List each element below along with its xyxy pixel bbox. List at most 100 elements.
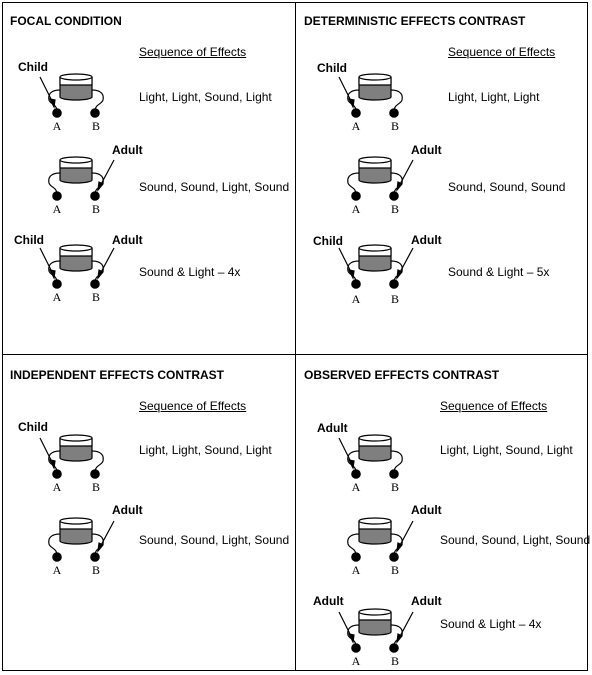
sequence-header-deterministic: Sequence of Effects bbox=[448, 45, 556, 59]
adult-label: Adult bbox=[112, 233, 143, 247]
wire-b bbox=[91, 172, 104, 194]
canister-window bbox=[60, 77, 92, 85]
effect-sequence: Sound, Sound, Light, Sound bbox=[139, 180, 290, 194]
wire-b bbox=[390, 172, 403, 194]
button-a bbox=[351, 643, 361, 653]
adult-label: Adult bbox=[112, 503, 143, 517]
device-diagram bbox=[39, 434, 104, 479]
button-a-label: A bbox=[52, 290, 62, 304]
canister-window bbox=[359, 160, 391, 168]
button-b-label: B bbox=[390, 119, 399, 133]
button-a-label: A bbox=[351, 654, 361, 668]
button-b-label: B bbox=[390, 654, 399, 668]
arrowhead-a bbox=[347, 633, 355, 644]
effect-sequence: Sound, Sound, Light, Sound bbox=[440, 533, 591, 547]
button-a-label: A bbox=[351, 480, 361, 494]
canister-window bbox=[359, 77, 391, 85]
sequence-header-focal: Sequence of Effects bbox=[139, 45, 247, 59]
canister-lid bbox=[59, 244, 93, 252]
button-b-label: B bbox=[91, 563, 100, 577]
canister-lid bbox=[358, 244, 392, 252]
effect-sequence: Sound, Sound, Light, Sound bbox=[139, 533, 290, 547]
canister-lid bbox=[59, 434, 93, 442]
button-a bbox=[52, 108, 62, 118]
adult-label: Adult bbox=[411, 143, 442, 157]
button-a bbox=[52, 279, 62, 289]
panel-title-deterministic: DETERMINISTIC EFFECTS CONTRAST bbox=[304, 14, 526, 28]
button-b-label: B bbox=[390, 480, 399, 494]
button-b-label: B bbox=[91, 290, 100, 304]
child-label: Child bbox=[18, 60, 48, 74]
effect-sequence: Light, Light, Sound, Light bbox=[139, 90, 272, 104]
wire-a bbox=[48, 450, 61, 472]
canister-lid bbox=[358, 608, 392, 616]
sequence-header-observed: Sequence of Effects bbox=[440, 399, 548, 413]
wire-b bbox=[390, 260, 403, 282]
canister-lid bbox=[59, 517, 93, 525]
effect-sequence: Sound, Sound, Sound bbox=[448, 180, 566, 194]
button-b bbox=[90, 552, 100, 562]
button-b bbox=[389, 643, 399, 653]
adult-label: Adult bbox=[112, 143, 143, 157]
wire-a bbox=[347, 624, 360, 646]
button-b-label: B bbox=[390, 292, 399, 306]
arrowhead-b bbox=[396, 269, 403, 280]
device-diagram bbox=[338, 73, 403, 118]
canister-lid bbox=[358, 517, 392, 525]
arrowhead-a bbox=[48, 98, 56, 109]
device-diagram bbox=[48, 517, 115, 562]
wire-b bbox=[91, 260, 104, 282]
button-b bbox=[389, 108, 399, 118]
button-b bbox=[389, 469, 399, 479]
button-b bbox=[90, 108, 100, 118]
button-a-label: A bbox=[351, 119, 361, 133]
wire-b bbox=[390, 450, 403, 472]
device-diagram bbox=[347, 156, 414, 201]
arrowhead-b bbox=[396, 633, 403, 644]
canister-window bbox=[60, 438, 92, 446]
device-diagram bbox=[39, 244, 115, 289]
canister-lid bbox=[358, 73, 392, 81]
wire-a bbox=[48, 172, 61, 194]
arrowhead-b bbox=[396, 181, 403, 192]
vertical-divider bbox=[295, 2, 296, 671]
button-a-label: A bbox=[52, 480, 62, 494]
effect-sequence: Light, Light, Light bbox=[448, 90, 540, 104]
panel-title-focal: FOCAL CONDITION bbox=[10, 14, 122, 28]
button-b-label: B bbox=[390, 563, 399, 577]
effect-sequence: Sound & Light – 4x bbox=[139, 265, 241, 279]
button-b bbox=[90, 469, 100, 479]
wire-b bbox=[390, 89, 403, 111]
wire-b bbox=[390, 533, 403, 555]
device-diagram bbox=[48, 156, 115, 201]
canister-window bbox=[359, 248, 391, 256]
adult-label: Adult bbox=[317, 421, 348, 435]
canister-window bbox=[60, 160, 92, 168]
child-label: Child bbox=[14, 233, 44, 247]
arrowhead-b bbox=[97, 181, 104, 192]
wire-b bbox=[91, 89, 104, 111]
canister-window bbox=[359, 612, 391, 620]
arrowhead-a bbox=[48, 459, 56, 470]
wire-a bbox=[347, 533, 360, 555]
canister-window bbox=[60, 248, 92, 256]
button-b-label: B bbox=[91, 480, 100, 494]
button-b bbox=[389, 191, 399, 201]
arrowhead-b bbox=[97, 542, 104, 553]
wire-b bbox=[390, 624, 403, 646]
arrowhead-a bbox=[347, 98, 355, 109]
button-a bbox=[351, 191, 361, 201]
button-a bbox=[52, 552, 62, 562]
button-a bbox=[52, 469, 62, 479]
button-b bbox=[90, 279, 100, 289]
panel-title-observed: OBSERVED EFFECTS CONTRAST bbox=[304, 368, 500, 382]
button-b bbox=[389, 279, 399, 289]
adult-label: Adult bbox=[411, 594, 442, 608]
wire-a bbox=[347, 89, 360, 111]
canister-window bbox=[60, 521, 92, 529]
arrowhead-a bbox=[48, 269, 56, 280]
canister-lid bbox=[358, 434, 392, 442]
button-a-label: A bbox=[52, 119, 62, 133]
device-diagram bbox=[39, 73, 104, 118]
device-diagram bbox=[338, 244, 414, 289]
